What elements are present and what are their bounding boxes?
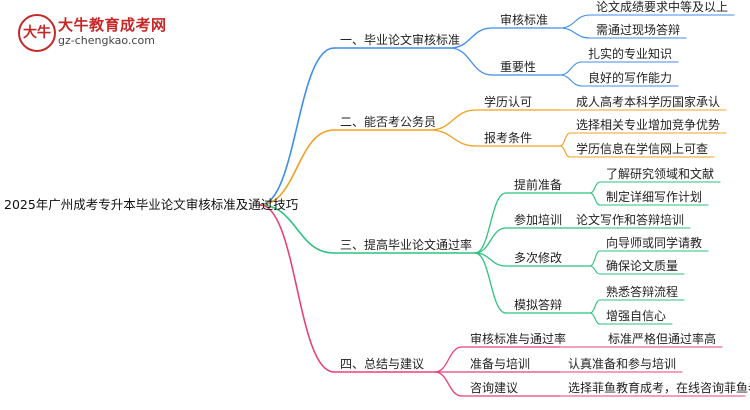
leaf-1-2-2: 良好的写作能力 [588,71,673,85]
connector-branch-1 [259,47,335,206]
leaf-4-1-1: 标准严格但通过率高 [608,332,717,346]
connector-sub-3-4 [474,252,507,314]
subtopic-4-2: 准备与培训 [470,357,531,371]
root-topic: 2025年广州成考专升本毕业论文审核标准及通过技巧 [4,197,299,212]
connector-leaf-3-1-1 [589,181,601,194]
connector-leaf-3-3-2 [589,265,601,275]
leaf-3-2-1: 论文写作和答辩培训 [576,213,685,227]
leaf-3-3-1: 向导师或同学请教 [606,236,703,250]
logo-title: 大牛教育成考网 [58,16,167,34]
connector-leaf-1-1-2 [559,27,591,39]
connector-branch-3 [259,204,335,254]
leaf-3-3-2: 确保论文质量 [606,259,679,273]
connector-leaf-3-1-2 [589,192,601,206]
connector-branch-2 [259,129,335,206]
leaf-1-1-1: 论文成绩要求中等及以上 [596,0,729,14]
connector-sub-3-1 [474,192,507,254]
connector-leaf-3-4-2 [589,312,601,325]
leaf-2-2-2: 学历信息在学信网上可查 [576,142,709,156]
leaf-4-3-1: 选择菲鱼教育成考，在线咨询菲鱼老师 [568,381,750,395]
subtopic-4-3: 咨询建议 [470,381,519,395]
branch-3-label: 三、提高毕业论文通过率 [340,238,473,252]
subtopic-4-1: 审核标准与通过率 [470,332,567,346]
leaf-2-2-1: 选择相关专业增加竞争优势 [576,118,721,132]
connector-branch-4 [259,204,335,373]
site-logo: 大牛 大牛教育成考网 gz-chengkao.com [18,12,188,56]
leaf-1-1-2: 需通过现场答辩 [596,23,681,37]
leaf-1-2-1: 扎实的专业知识 [588,47,673,61]
connector-leaf-3-3-1 [589,250,601,267]
subtopic-1-1: 审核标准 [500,13,549,27]
branch-4-label: 四、总结与建议 [340,357,425,371]
subtopic-3-1: 提前准备 [514,178,563,192]
connector-sub-1-2 [449,47,493,76]
leaf-3-1-2: 制定详细写作计划 [606,190,703,204]
connector-sub-2-2 [429,129,477,147]
subtopic-2-2: 报考条件 [484,131,533,145]
subtopic-3-4: 模拟答辩 [514,298,563,312]
connector-leaf-1-2-2 [559,74,583,87]
branch-1-label: 一、毕业论文审核标准 [340,33,461,47]
leaf-4-2-1: 认真准备和参与培训 [568,357,677,371]
subtopic-2-1: 学历认可 [484,95,533,109]
subtopic-3-2: 参加培训 [514,213,563,227]
connector-leaf-3-4-1 [589,299,601,314]
connector-sub-4-1 [434,346,463,373]
leaf-2-1-1: 成人高考本科学历国家承认 [576,95,721,109]
connector-sub-4-3 [434,371,463,397]
connector-leaf-2-2-1 [559,132,571,147]
connector-sub-3-2 [474,227,507,254]
connector-leaf-2-2-2 [559,145,571,158]
logo-mark-icon: 大牛 [18,14,56,52]
leaf-3-4-1: 熟悉答辩流程 [606,285,679,299]
connector-leaf-1-1-1 [559,14,591,29]
logo-url: gz-chengkao.com [58,34,155,47]
leaf-3-4-2: 增强自信心 [606,309,667,323]
connector-leaf-1-2-1 [559,61,583,76]
leaf-3-1-1: 了解研究领域和文献 [606,167,715,181]
subtopic-1-2: 重要性 [500,60,537,74]
subtopic-3-3: 多次修改 [514,251,563,265]
branch-2-label: 二、能否考公务员 [340,115,437,129]
connector-sub-2-1 [429,109,477,131]
connector-sub-1-1 [449,27,493,49]
